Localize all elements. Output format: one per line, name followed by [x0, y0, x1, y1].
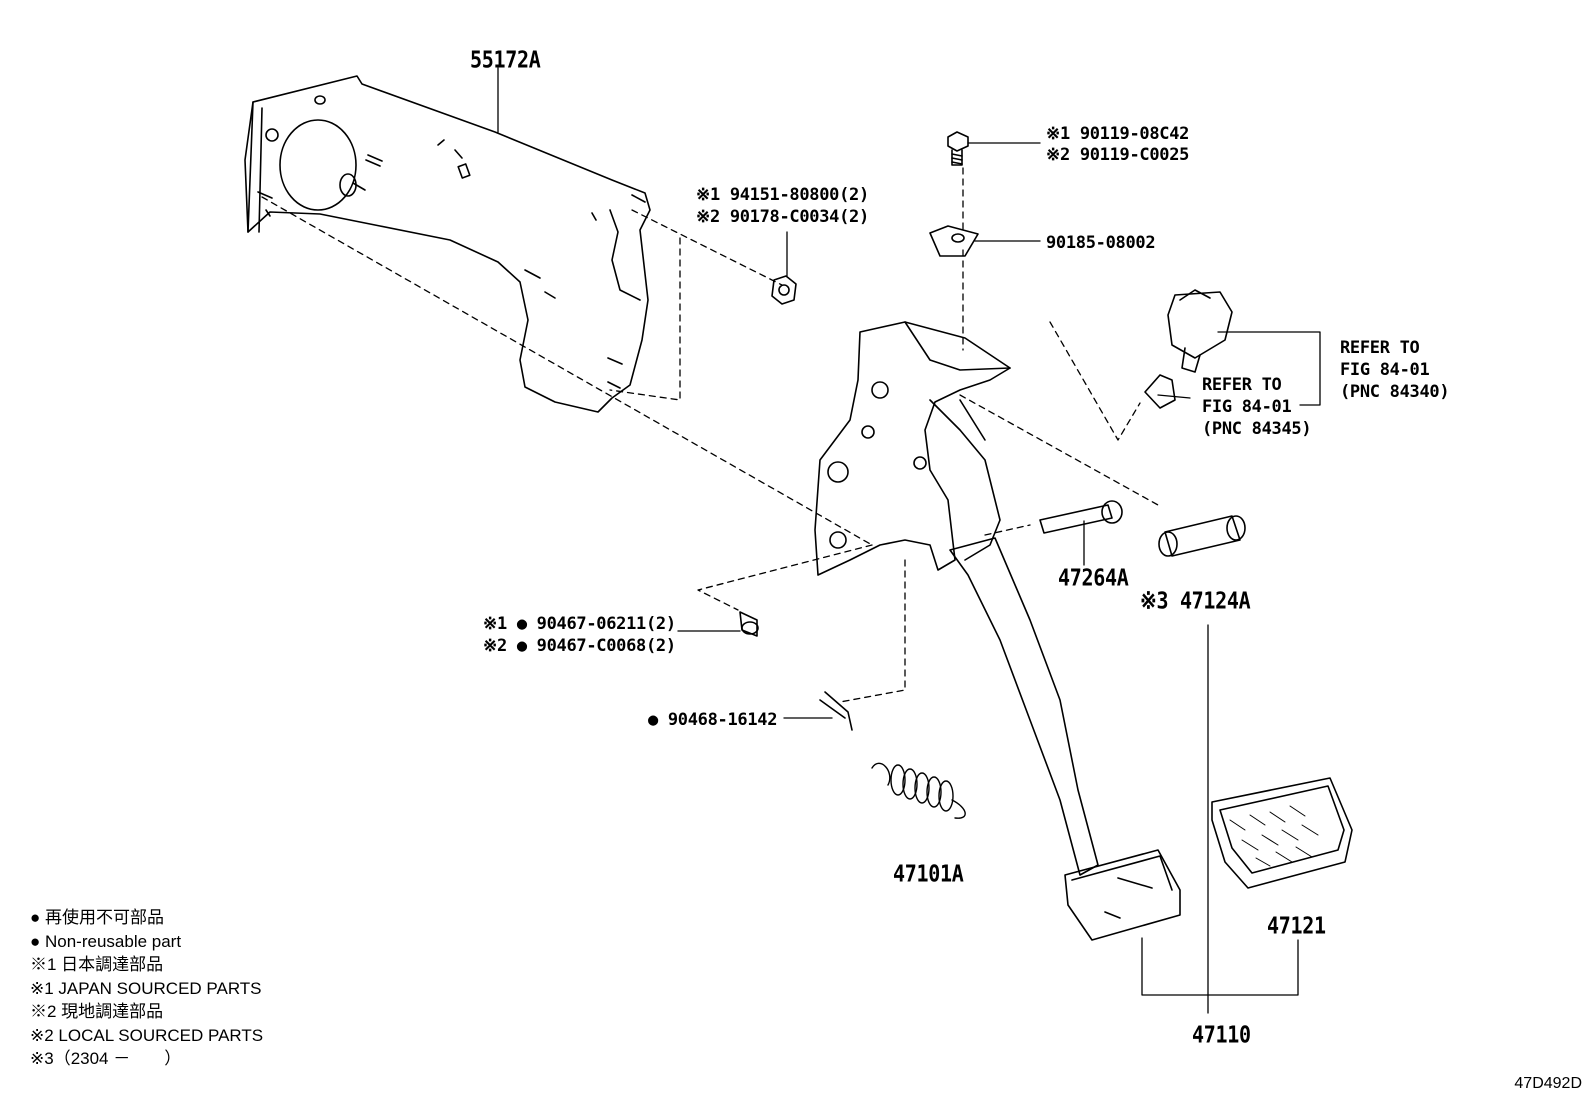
pedal-pin-icon	[1039, 500, 1123, 534]
legend-line: ※2 LOCAL SOURCED PARTS	[30, 1025, 264, 1045]
clip-nut-icon	[929, 225, 979, 257]
clevis-pin-icon	[739, 611, 759, 637]
legend-line: ※2 現地調達部品	[30, 1002, 164, 1021]
cotter-pin-icon	[819, 691, 853, 731]
legend-line: ※1 日本調達部品	[30, 955, 164, 974]
legend-line: ※3（2304 － ）	[30, 1049, 182, 1068]
dashed-guides	[261, 167, 1159, 703]
legend-line: ● 再使用不可部品	[30, 908, 164, 927]
label-pin-japan: ※1 ● 90467-06211(2)	[483, 614, 676, 634]
label-refer-a-line1: REFER TO	[1340, 338, 1420, 358]
label-47110: 47110	[1192, 1020, 1251, 1049]
label-refer-b-line1: REFER TO	[1202, 375, 1282, 395]
label-cotter-pin: ● 90468-16142	[648, 710, 778, 730]
label-refer-b-line3: (PNC 84345)	[1202, 419, 1312, 439]
bolt-icon	[947, 131, 969, 166]
bracket-plate-55172a	[244, 75, 651, 413]
pedal-arm	[949, 537, 1181, 941]
legend: ● 再使用不可部品 ● Non-reusable part ※1 日本調達部品 …	[30, 906, 263, 1071]
label-47121: 47121	[1267, 911, 1326, 940]
label-47264a: 47264A	[1058, 563, 1129, 592]
cushion-icon	[1144, 374, 1176, 409]
label-clip-nut: 90185-08002	[1046, 233, 1156, 253]
label-nut-local: ※2 90178-C0034(2)	[696, 207, 869, 227]
label-refer-a-line2: FIG 84-01	[1340, 360, 1430, 380]
bushing-icon	[1158, 515, 1246, 557]
label-bolt-japan: ※1 90119-08C42	[1046, 124, 1190, 144]
label-nut-japan: ※1 94151-80800(2)	[696, 185, 869, 205]
stop-lamp-switch-icon	[1167, 289, 1233, 373]
hex-nut-icon	[771, 275, 797, 305]
label-55172a: 55172A	[470, 45, 541, 74]
label-47124a: ※3 47124A	[1140, 586, 1251, 615]
return-spring-icon	[871, 762, 966, 819]
label-pin-local: ※2 ● 90467-C0068(2)	[483, 636, 676, 656]
label-bolt-local: ※2 90119-C0025	[1046, 145, 1190, 165]
label-refer-a-line3: (PNC 84340)	[1340, 382, 1450, 402]
pedal-pad-icon	[1211, 777, 1353, 889]
label-refer-b-line2: FIG 84-01	[1202, 397, 1292, 417]
pedal-support-bracket	[814, 321, 1011, 576]
legend-line: ※1 JAPAN SOURCED PARTS	[30, 978, 262, 998]
label-47101a: 47101A	[893, 859, 964, 888]
diagram-id: 47D492D	[1514, 1075, 1582, 1092]
legend-line: ● Non-reusable part	[30, 931, 182, 951]
leader-lines	[497, 67, 1321, 1014]
